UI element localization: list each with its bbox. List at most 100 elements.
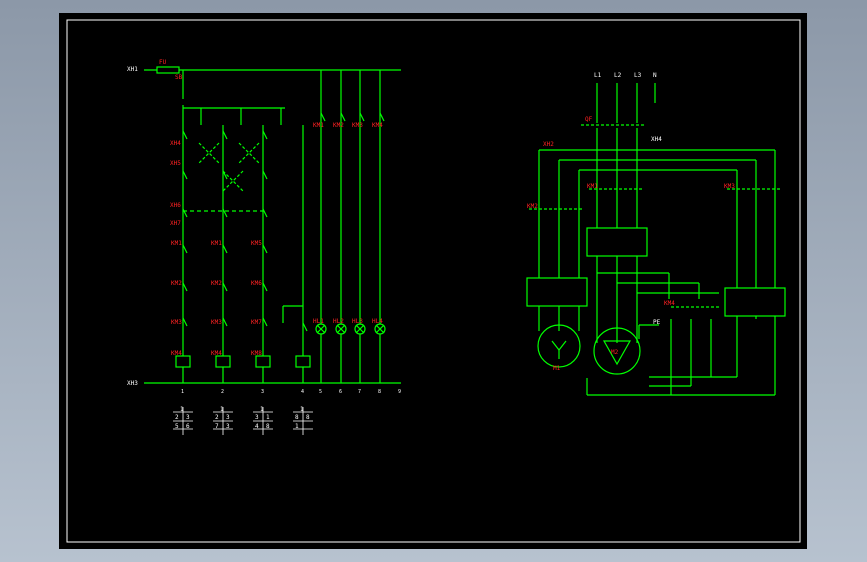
contact-tables: 1 2 3 5 6 1 2 3 7 3 1 3 [173,406,313,435]
lamp-label-1: HL1 [313,318,324,325]
thermal-relay-3 [724,287,786,317]
sheet-border [66,19,801,543]
xh-top-label: XH2 [543,141,554,148]
svg-text:3: 3 [186,414,190,421]
row-label-3: XH6 [170,202,181,209]
contact-table-1: 1 2 3 5 6 [173,406,193,435]
bottom-number-8: 8 [378,389,381,395]
indicator-lamps [315,323,386,335]
power-circuit [526,83,786,396]
contact-table-4: 1 8 8 1 [293,406,313,435]
motor-1 [537,324,581,368]
phase-label-l3: L3 [634,72,642,79]
svg-text:6: 6 [186,423,190,430]
bottom-number-6: 6 [339,389,342,395]
contactor-label-3: KM3 [724,183,735,190]
row-label-8: KM4 [171,350,182,357]
contactor-label-2: KM2 [527,203,538,210]
lamp-1 [315,323,327,335]
indicator-label-4: KM4 [372,122,383,129]
rail-label-bottom: XH3 [127,380,138,387]
coil-km1 [175,355,191,368]
relay-label-1: KM1 [211,240,222,247]
thermal-relay-1 [526,277,588,307]
motor-label-2: M2 [611,349,619,356]
svg-text:1: 1 [300,406,304,413]
svg-text:1: 1 [295,423,299,430]
drawing-sheet: XH1 XH3 FU SB XH4 XH5 XH6 XH7 KM1 KM2 KM… [59,13,807,549]
row-label-0: SB [175,74,183,81]
indicator-label-2: KM2 [333,122,344,129]
lamp-3 [354,323,366,335]
bottom-number-2: 2 [221,389,224,395]
row-label-7: KM3 [171,319,182,326]
lamp-label-2: HL2 [333,318,344,325]
pe-label: PE [653,319,661,326]
power-labels: L1 L2 L3 N QF XH2 XH4 KM1 KM2 KM3 KM4 M1… [527,72,735,372]
row-label-5: KM1 [171,240,182,247]
relay-label-6: KM6 [251,280,262,287]
qf-label: QF [585,116,593,123]
thermal-relay-2 [586,227,648,257]
svg-text:4: 4 [255,423,259,430]
contactor-label-4: KM4 [664,300,675,307]
svg-text:2: 2 [215,414,219,421]
coil-km4 [295,355,311,368]
coil-km2 [215,355,231,368]
relay-coils [175,355,311,368]
contact-table-3: 1 3 1 4 8 [253,406,273,435]
bottom-number-9: 9 [398,389,401,395]
row-label-1: XH4 [170,140,181,147]
bottom-number-5: 5 [319,389,322,395]
relay-label-4: KM4 [211,350,222,357]
svg-text:1: 1 [266,414,270,421]
relay-label-8: KM8 [251,350,262,357]
relay-label-3: KM3 [211,319,222,326]
fuse-symbol [156,66,180,74]
bottom-number-7: 7 [358,389,361,395]
motor-2 [593,327,641,375]
fuse-label: FU [159,59,167,66]
motor-label-1: M1 [553,365,561,372]
svg-text:8: 8 [266,423,270,430]
indicator-label-3: KM3 [352,122,363,129]
row-label-2: XH5 [170,160,181,167]
bottom-numbers: 1 2 3 4 5 6 7 8 9 [181,389,401,395]
control-labels: XH1 XH3 FU SB XH4 XH5 XH6 XH7 KM1 KM2 KM… [127,59,383,387]
svg-text:8: 8 [306,414,310,421]
bottom-number-4: 4 [301,389,304,395]
phase-label-l2: L2 [614,72,622,79]
coil-km3 [255,355,271,368]
indicator-label-1: KM1 [313,122,324,129]
svg-text:1: 1 [220,406,224,413]
row-label-6: KM2 [171,280,182,287]
svg-text:3: 3 [226,423,230,430]
svg-text:1: 1 [260,406,264,413]
phase-label-l1: L1 [594,72,602,79]
bottom-number-3: 3 [261,389,264,395]
rail-label-top: XH1 [127,66,138,73]
svg-text:2: 2 [175,414,179,421]
lamp-label-4: HL4 [372,318,383,325]
control-circuit [144,66,401,384]
contact-table-2: 1 2 3 7 3 [213,406,233,435]
relay-label-5: KM5 [251,240,262,247]
svg-text:5: 5 [175,423,179,430]
lamp-2 [335,323,347,335]
relay-label-7: KM7 [251,319,262,326]
bottom-number-1: 1 [181,389,184,395]
svg-text:8: 8 [295,414,299,421]
lamp-4 [374,323,386,335]
row-label-4: XH7 [170,220,181,227]
electrical-schematic: XH1 XH3 FU SB XH4 XH5 XH6 XH7 KM1 KM2 KM… [66,19,801,543]
phase-label-n: N [653,72,657,79]
svg-text:3: 3 [255,414,259,421]
xh-right-label: XH4 [651,136,662,143]
svg-text:3: 3 [226,414,230,421]
svg-text:7: 7 [215,423,219,430]
relay-label-2: KM2 [211,280,222,287]
svg-text:1: 1 [180,406,184,413]
lamp-label-3: HL3 [352,318,363,325]
contactor-label-1: KM1 [587,183,598,190]
